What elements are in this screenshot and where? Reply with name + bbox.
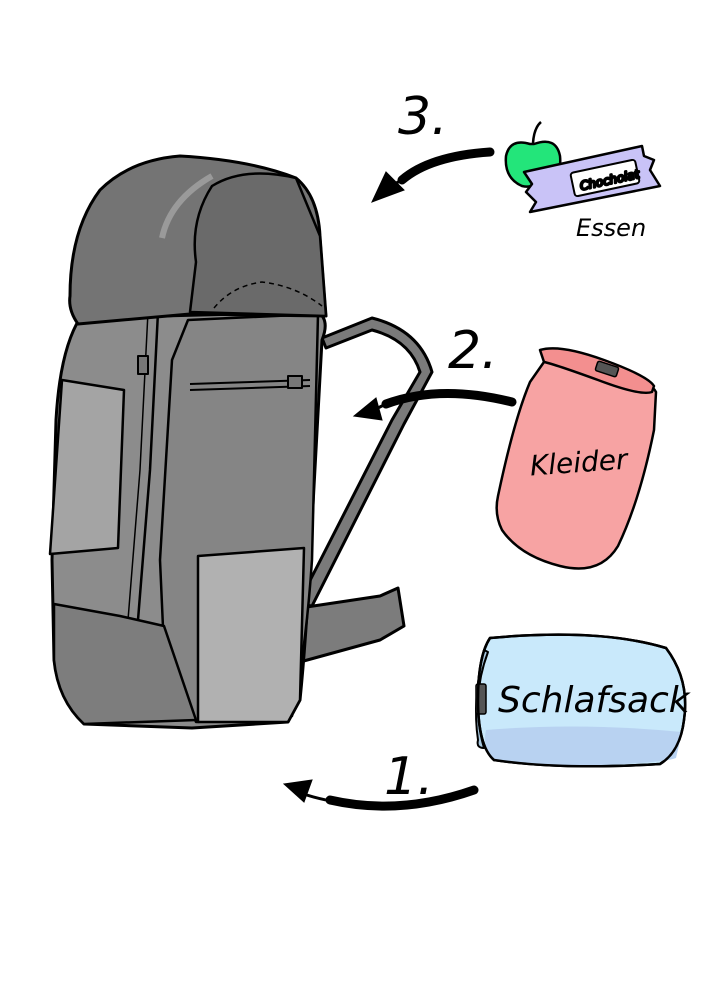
clothes-bag-buckle [594,360,620,378]
arrows [282,147,517,811]
backpack-zipper [136,311,160,621]
step-2-number: 2. [448,321,498,381]
backpack-lid-seam [213,281,323,309]
arrow-step-2-head [352,397,383,421]
sleeping-bag [475,633,687,768]
clothes-bag [495,347,658,570]
food-label: Essen [576,214,646,242]
step-3-number: 3. [398,87,448,147]
sleeping-bag-label: Schlafsack [498,680,692,721]
arrow-step-3-head [371,171,405,203]
backpack-bottom [52,602,198,726]
arrow-step-3 [397,147,495,185]
backpack-lid-highlight [188,172,328,318]
backpack-left-pocket [48,378,126,556]
food-group: Chocholat [504,121,662,214]
zipper-pull [137,355,149,375]
backpack-right-pocket [196,546,306,724]
front-pocket-zipper-pull [287,375,303,389]
arrow-step-1-head [282,779,313,803]
clothes-bag-label: Kleider [529,443,630,483]
chocolate-bar-label [569,158,641,198]
step-1-number: 1. [384,747,434,807]
backpack [48,154,434,730]
